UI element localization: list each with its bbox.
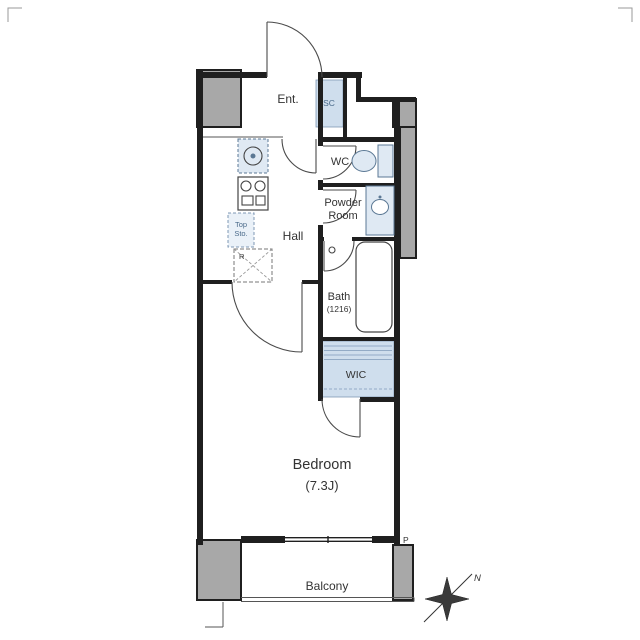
compass-star: [424, 576, 470, 622]
label-powder-line2: Room: [328, 210, 357, 222]
label-entrance: Ent.: [277, 92, 298, 106]
vanity-sink: [365, 185, 395, 236]
label-balcony: Balcony: [306, 579, 349, 593]
pillar-top-left: [196, 69, 242, 128]
bathtub: [328, 241, 393, 333]
top-storage-label-line1: Top: [235, 220, 247, 229]
compass-north-label: N: [474, 573, 481, 584]
hall-door: [281, 138, 317, 174]
label-bedroom-line1: Bedroom: [293, 457, 352, 473]
label-shoe-closet: SC: [323, 98, 335, 108]
corner-mark-top-left: [7, 7, 22, 22]
corner-mark-top-right: [618, 7, 633, 22]
refrigerator-label: R: [239, 252, 245, 261]
bedroom-window: [285, 536, 372, 543]
pillar-bottom-left: [196, 539, 242, 601]
bath-door: [323, 240, 355, 272]
balcony-edge: [205, 597, 415, 628]
walls: [197, 70, 416, 545]
powder-room-door: [322, 189, 357, 224]
label-bath-line2: (1216): [327, 304, 352, 314]
bedroom-door: [231, 281, 303, 353]
label-wc: WC: [331, 156, 349, 168]
wic-door: [321, 398, 361, 438]
label-porch: P: [403, 535, 409, 545]
refrigerator-space: R: [233, 248, 273, 283]
pillar-bottom-right: [392, 544, 414, 601]
washer-space: [237, 138, 269, 174]
toilet: [351, 144, 394, 178]
label-bedroom-line2: (7.3J): [305, 478, 338, 493]
label-bath-line1: Bath: [328, 291, 351, 303]
stove: [237, 176, 269, 211]
label-wic: WIC: [346, 369, 367, 381]
wc-door: [322, 145, 357, 180]
top-storage-label-line2: Sto.: [234, 229, 247, 238]
top-storage: Top Sto.: [227, 212, 255, 248]
entry-door: [266, 21, 323, 78]
compass: N: [423, 573, 481, 623]
label-hall: Hall: [283, 229, 304, 243]
label-powder-line1: Powder: [324, 197, 362, 209]
